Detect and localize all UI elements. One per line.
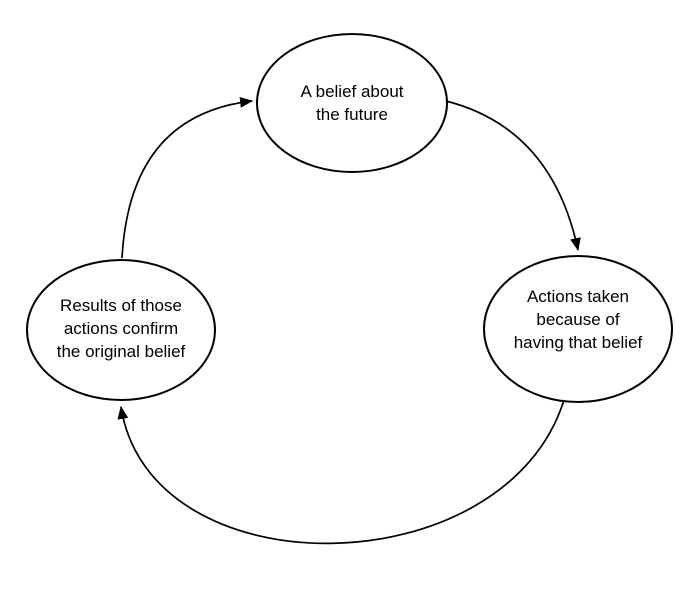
node-actions: Actions taken because of having that bel… xyxy=(483,255,673,403)
node-actions-label: Actions taken because of having that bel… xyxy=(514,285,643,354)
node-actions-line-3: having that belief xyxy=(513,332,643,352)
node-belief: A belief about the future xyxy=(256,33,448,173)
node-belief-line-2: the future xyxy=(316,105,388,124)
node-results-line-3: the original belief xyxy=(56,341,186,361)
node-results: Results of those actions confirm the ori… xyxy=(26,259,216,401)
node-actions-line-2: because of xyxy=(536,309,620,329)
arrow-results-to-belief xyxy=(121,96,254,259)
arrow-belief-to-actions xyxy=(445,100,581,252)
node-results-line-1: Results of those xyxy=(60,295,182,315)
arrow-actions-to-results xyxy=(117,399,565,545)
node-actions-line-1: Actions taken xyxy=(526,286,630,306)
node-belief-label: A belief about the future xyxy=(300,80,403,126)
node-belief-line-1: A belief about xyxy=(300,82,404,101)
node-results-line-2: actions confirm xyxy=(63,318,179,338)
node-results-label: Results of those actions confirm the ori… xyxy=(57,294,186,363)
